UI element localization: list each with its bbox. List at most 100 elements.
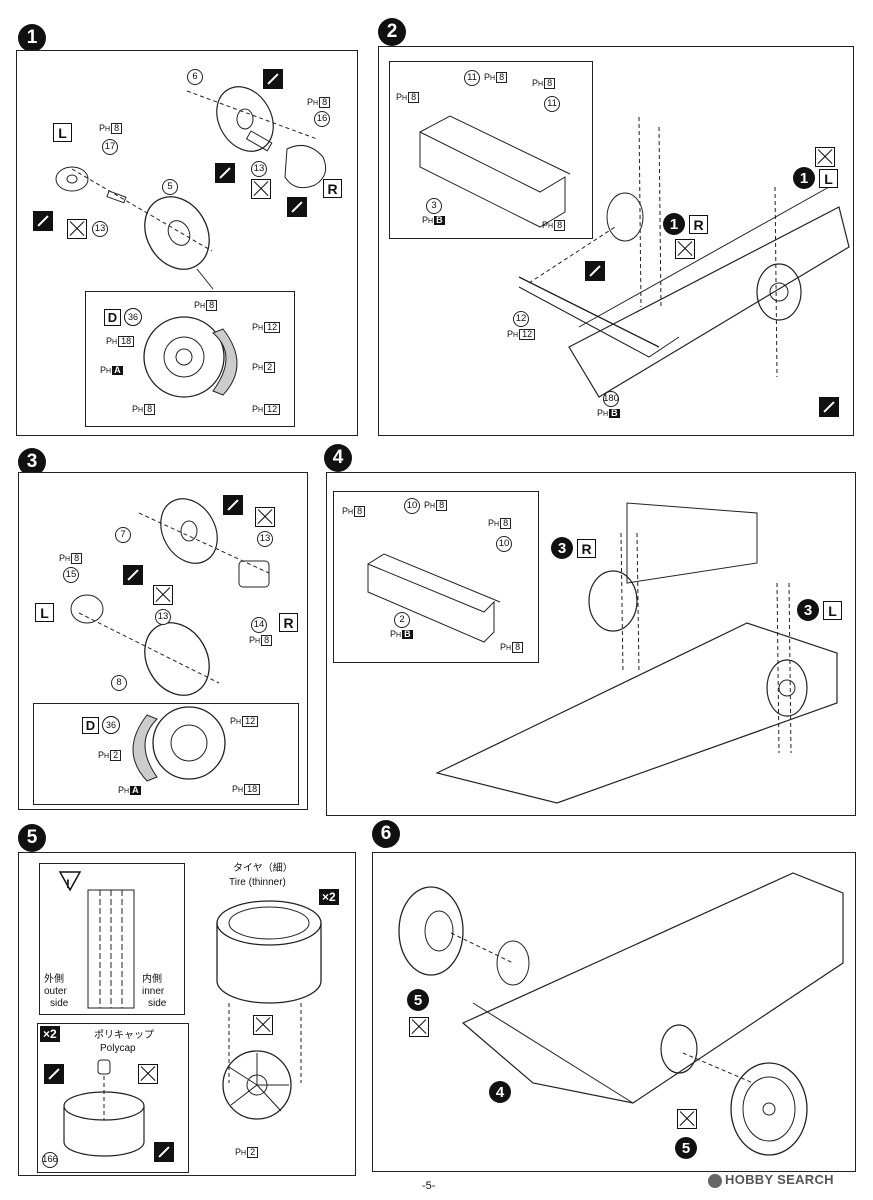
no-cement-icon [67,219,87,239]
no-cement-icon [251,179,271,199]
part-number: 12 [513,311,529,327]
callout-step-5: 5 [407,989,429,1011]
part-number: 14 [251,617,267,633]
right-mark: R [323,179,342,198]
cement-icon [44,1064,64,1084]
step-5-number: 5 [18,824,46,852]
watermark-logo-icon [708,1173,722,1188]
no-cement-icon [138,1064,158,1084]
cement-icon [123,565,143,585]
cement-icon [33,211,53,231]
part-number: 5 [162,179,178,195]
polycap-drawing [63,1059,145,1157]
outer-side-label-jp: 外側 [44,974,64,985]
part-number: 13 [92,221,108,237]
step-6-number: 6 [372,820,400,848]
tire-label-jp: タイヤ（細） [233,863,293,874]
quantity-badge: ×2 [40,1026,60,1042]
chassis-drawing-4 [435,502,838,804]
tire-wheel-drawing [216,900,322,1120]
callout-step-1-left: 1 [793,167,815,189]
cement-icon [263,69,283,89]
callout-step-3-left: 3 [797,599,819,621]
svg-text:!: ! [66,877,70,891]
callout-step-5: 5 [675,1137,697,1159]
part-number: 180 [603,391,619,407]
brake-assembly-drawing-3 [70,498,270,782]
part-number: 10 [496,536,512,552]
step-4-number: 4 [324,444,352,472]
inner-side-label-en: inner [142,986,165,997]
outer-side-label-en2: side [50,998,69,1009]
part-number: 3 [426,198,442,214]
cement-icon [585,261,605,281]
left-mark: L [823,601,842,620]
part-number: 13 [251,161,267,177]
tire-label-en: Tire (thinner) [229,877,286,888]
part-number: 11 [544,96,560,112]
inner-side-label-jp: 内側 [142,974,162,985]
part-number: 6 [187,69,203,85]
left-mark: L [819,169,838,188]
no-cement-icon [815,147,835,167]
part-number: 166 [42,1152,58,1168]
right-mark: R [689,215,708,234]
chassis-drawing-2 [518,116,850,398]
left-mark: L [35,603,54,622]
no-cement-icon [675,239,695,259]
step-5-panel: ! 外側 outer side 内側 inner side タイヤ（細） Tir… [18,852,356,1176]
quantity-badge: ×2 [319,889,339,905]
cement-icon [154,1142,174,1162]
no-cement-icon [153,585,173,605]
callout-step-3-right: 3 [551,537,573,559]
cement-icon [215,163,235,183]
part-number: 17 [102,139,118,155]
part-number: 2 [394,612,410,628]
polycap-label-jp: ポリキャップ [94,1030,154,1041]
step-3-number: 3 [18,448,46,476]
part-number: 11 [464,70,480,86]
page-number: -5- [422,1180,436,1192]
no-cement-icon [253,1015,273,1035]
part-number: 13 [155,609,171,625]
step-2-number: 2 [378,18,406,46]
outer-side-label-en: outer [44,986,67,997]
no-cement-icon [409,1017,429,1037]
left-mark: L [53,123,72,142]
inner-side-label-en2: side [148,998,167,1009]
brake-assembly-drawing-1 [55,86,327,398]
step-1-number: 1 [18,24,46,52]
polycap-label-en: Polycap [100,1043,136,1054]
chassis-wheels-drawing [398,872,844,1156]
part-number: 13 [257,531,273,547]
watermark: HOBBY SEARCH [708,1172,834,1188]
